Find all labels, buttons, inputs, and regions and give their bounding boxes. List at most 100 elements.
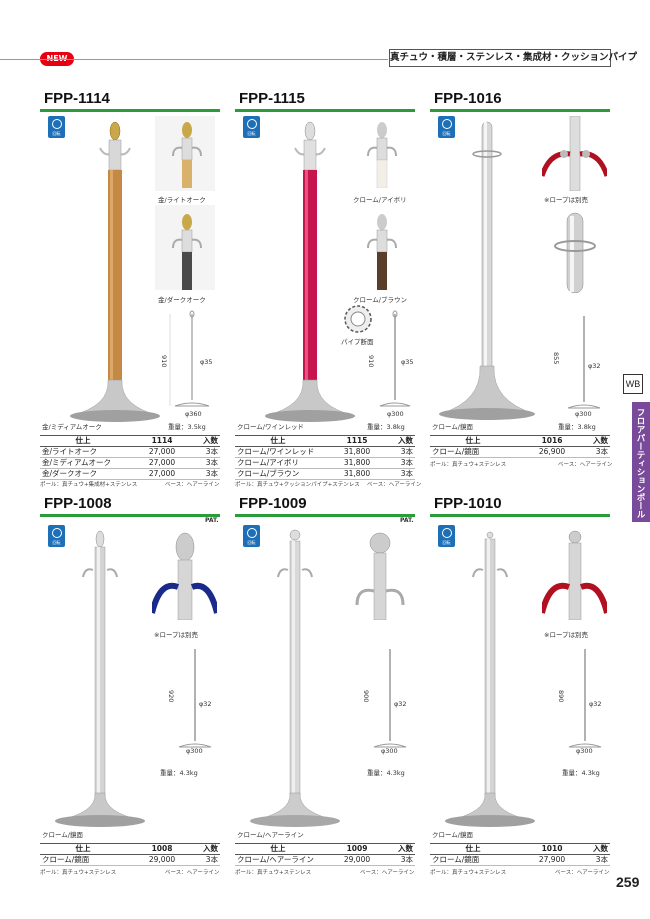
dimension-drawing: [567, 316, 601, 409]
dim-height: 910: [367, 355, 375, 368]
pole-photo-wine: [264, 121, 356, 422]
weight: 重量：3.8kg: [367, 423, 405, 431]
material-note: ポール：真チュウ+ステンレス: [430, 870, 507, 876]
pipe-cross-section: [344, 305, 372, 333]
product-title: FPP-1009: [235, 495, 415, 517]
base-note: ベース：ヘアーライン: [165, 870, 220, 876]
product-title: FPP-1016: [430, 90, 610, 112]
weight: 重量：3.8kg: [558, 423, 596, 431]
dim-height: 855: [552, 352, 560, 365]
dim-base-diameter: φ360: [185, 410, 202, 418]
dim-height: 890: [557, 690, 565, 703]
dim-pole-diameter: φ35: [401, 358, 414, 366]
side-index-tab: フロアパーティションポール: [632, 402, 650, 522]
dimension-drawing: [169, 310, 210, 407]
caption-mirror: クローム/鏡面: [432, 831, 473, 839]
material-note: ポール：真チュウ+クッションパイプ+ステンレス: [235, 482, 360, 488]
rotation-icon: 回転: [243, 525, 260, 547]
dim-pole-diameter: φ32: [589, 700, 602, 708]
detail-top-brown: [367, 214, 397, 290]
rotation-icon: 回転: [48, 116, 65, 138]
caption-ivory: クローム/アイボリ: [353, 196, 407, 204]
dim-pole-diameter: φ32: [199, 700, 212, 708]
detail-rope: [542, 116, 607, 191]
patent-mark: PAT.: [205, 517, 219, 524]
product-title: FPP-1008: [40, 495, 220, 517]
caption-rope-sold-separately: ※ロープは別売: [544, 196, 589, 204]
dim-base-diameter: φ300: [381, 747, 398, 755]
caption-medium-oak: 金/ミディアムオーク: [42, 423, 102, 431]
dim-height: 900: [362, 690, 370, 703]
detail-top-light-oak: [172, 122, 202, 188]
caption-light-oak: 金/ライトオーク: [158, 196, 206, 204]
dimension-drawing: [178, 649, 212, 748]
material-note: ポール：真チュウ+集成材+ステンレス: [40, 482, 138, 488]
caption-mirror: クローム/鏡面: [432, 423, 473, 431]
section-code-box: WB: [623, 374, 643, 394]
dim-base-diameter: φ300: [576, 747, 593, 755]
caption-dark-oak: 金/ダークオーク: [158, 296, 206, 304]
base-note: ベース：ヘアーライン: [360, 870, 415, 876]
caption-hairline: クローム/ヘアーライン: [237, 831, 304, 839]
base-note: ベース：ヘアーライン: [555, 870, 610, 876]
dim-height: 910: [160, 355, 168, 368]
dim-base-diameter: φ300: [186, 747, 203, 755]
detail-top: [554, 212, 596, 293]
dim-base-diameter: φ300: [575, 410, 592, 418]
side-tab-label: フロアパーティションポール: [635, 408, 645, 519]
product-title: FPP-1010: [430, 495, 610, 517]
material-note: ポール：真チュウ+ステンレス: [40, 870, 117, 876]
base-note: ベース：ヘアーライン: [165, 482, 220, 488]
dim-pole-diameter: φ32: [394, 700, 407, 708]
base-note: ベース：ヘアーライン: [558, 462, 613, 468]
caption-mirror: クローム/鏡面: [42, 831, 83, 839]
patent-mark: PAT.: [400, 517, 414, 524]
pole-photo-mirror: [439, 121, 536, 420]
caption-rope-sold-separately: ※ロープは別売: [154, 631, 199, 639]
base-note: ベース：ヘアーライン: [367, 482, 422, 488]
caption-brown: クローム/ブラウン: [353, 296, 407, 304]
weight: 重量：3.5kg: [168, 423, 206, 431]
rotation-icon: 回転: [438, 525, 455, 547]
caption-rope-sold-separately: ※ロープは別売: [544, 631, 589, 639]
material-note: ポール：真チュウ+ステンレス: [235, 870, 312, 876]
product-title: FPP-1114: [40, 90, 220, 112]
pole-photo-1010: [444, 531, 536, 827]
detail-top-ivory: [367, 122, 397, 188]
rotation-icon: 回転: [243, 116, 260, 138]
dim-base-diameter: φ300: [387, 410, 404, 418]
rotation-icon: 回転: [438, 116, 455, 138]
dimension-drawing: [568, 649, 602, 748]
dim-height: 920: [167, 690, 175, 703]
detail-top-dark-oak: [172, 214, 202, 290]
pole-photo-oak: [69, 121, 161, 422]
caption-wine-red: クローム/ワインレッド: [237, 423, 304, 431]
pole-photo-1009: [249, 529, 341, 827]
weight: 重量：4.3kg: [160, 769, 198, 777]
dim-pole-diameter: φ32: [588, 362, 601, 370]
weight: 重量：4.3kg: [367, 769, 405, 777]
page-number: 259: [616, 874, 640, 890]
rotation-icon: 回転: [48, 525, 65, 547]
material-note: ポール：真チュウ+ステンレス: [430, 462, 507, 468]
dim-pole-diameter: φ35: [200, 358, 213, 366]
product-title: FPP-1115: [235, 90, 415, 112]
category-label: 真チュウ・積層・ステンレス・集成材・クッションパイプ: [389, 49, 637, 67]
detail-rope: [152, 532, 217, 620]
caption-pipe-section: パイプ断面: [341, 338, 374, 346]
